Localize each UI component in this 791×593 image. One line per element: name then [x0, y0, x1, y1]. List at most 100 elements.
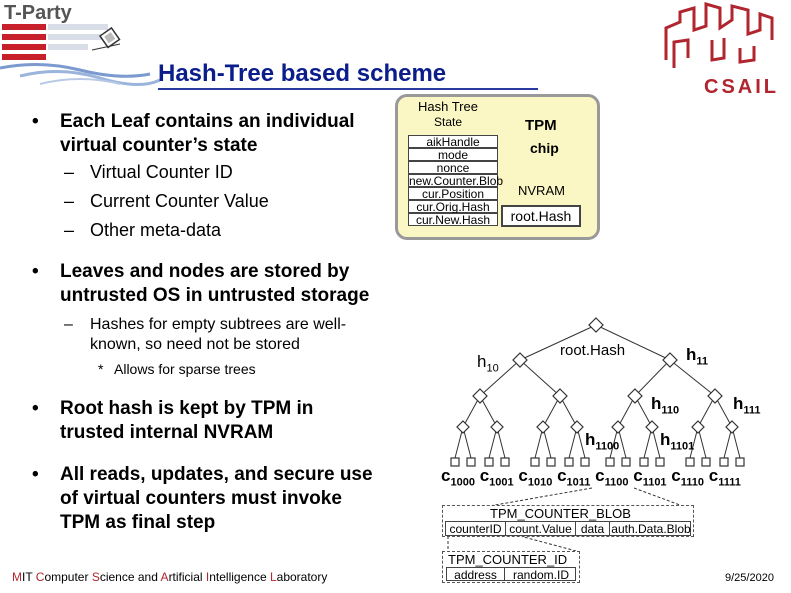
tpm-field-nonce: nonce [408, 161, 498, 175]
leaf-node [466, 457, 476, 467]
dash-marker: – [64, 162, 75, 182]
counter-base: c [441, 466, 451, 485]
tpm-chip-label-2: chip [530, 140, 559, 156]
counter-sub: 1111 [718, 476, 741, 489]
footer-lab-name: MIT Computer Science and Artificial Inte… [12, 570, 327, 584]
tree-label-sub: 111 [743, 404, 761, 417]
counter-label: c1010 [518, 466, 552, 488]
leaf-field-label: Virtual Counter ID [90, 162, 233, 182]
bullet-text-line: Each Leaf contains an individual [60, 111, 355, 132]
counter-id-field-address: address [447, 568, 505, 582]
bullet-text-line: Leaves and nodes are stored by [60, 261, 350, 282]
tree-label-h110: h110 [651, 394, 679, 416]
callout-line [519, 535, 581, 553]
leaf-node [701, 457, 711, 467]
tree-edge [634, 395, 653, 428]
sub-bullet-text-line: Hashes for empty subtrees are well- [90, 316, 347, 333]
tree-label-base: h [585, 430, 596, 449]
leaf-node [719, 457, 729, 467]
sub-sub-bullet-sparse: * Allows for sparse trees [98, 361, 256, 377]
footer-lab-part: L [269, 570, 277, 584]
tree-node [536, 420, 550, 434]
counter-label: c1110 [671, 466, 704, 488]
leaf-node [735, 457, 745, 467]
counter-sub: 1100 [604, 476, 629, 489]
counter-base: c [708, 466, 719, 485]
csail-logo: CSAIL [664, 2, 776, 98]
tree-label-sub: 1100 [595, 440, 620, 453]
counter-label: c1001 [480, 466, 514, 488]
counter-sub: 1011 [566, 476, 591, 489]
tree-node [707, 388, 723, 404]
tpm-field-aikhandle: aikHandle [408, 135, 498, 149]
tree-label-base: h [686, 345, 697, 364]
leaf-field-list: – Virtual Counter ID – Current Counter V… [64, 158, 269, 245]
bullet-text-line: trusted internal NVRAM [60, 422, 274, 443]
counter-label: c1111 [708, 466, 741, 489]
tparty-logo-art [0, 24, 160, 86]
blob-field-counterid: counterID [446, 522, 506, 536]
tree-edge [714, 395, 733, 428]
leaf-field-item: – Current Counter Value [64, 187, 269, 216]
counter-sub: 1101 [642, 476, 667, 489]
tpm-field-cur-position: cur.Position [408, 187, 498, 201]
counter-id-field-random-id: random.ID [512, 568, 570, 582]
bullet-text-line: Root hash is kept by TPM in [60, 398, 314, 419]
tree-label-base: h [660, 430, 671, 449]
counter-sub: 1000 [450, 476, 475, 489]
sub-sub-bullet-text: Allows for sparse trees [114, 361, 256, 377]
leaf-field-item: – Virtual Counter ID [64, 158, 269, 187]
callout-line [633, 487, 689, 509]
bullet-text-line: TPM as final step [60, 512, 216, 533]
dash-marker: – [64, 191, 75, 211]
tpm-field-mode: mode [408, 148, 498, 162]
dash-marker: – [64, 220, 75, 240]
hash-tree-state-subtitle: State [434, 115, 463, 129]
tpm-field-cur-new-hash: cur.New.Hash [408, 213, 498, 227]
tree-edge [617, 395, 636, 428]
bullet-dot: • [32, 111, 39, 132]
counter-label: c1100 [595, 466, 629, 489]
tree-node [456, 420, 470, 434]
footer-date: 9/25/2020 [725, 572, 774, 584]
counter-id-title: TPM_COUNTER_ID [448, 552, 568, 567]
hash-tree-state-title: Hash Tree [418, 99, 478, 114]
leaf-field-label: Current Counter Value [90, 191, 269, 211]
bullet-dot: • [32, 261, 39, 282]
leaf-node [564, 457, 574, 467]
leaf-node [621, 457, 631, 467]
tpm-field-new-counter-blob: new.Counter.Blob [408, 174, 504, 188]
tree-node [552, 388, 568, 404]
tree-node [490, 420, 504, 434]
star-marker: * [98, 361, 104, 377]
tpm-chip-label: TPM [525, 117, 557, 134]
counter-base: c [595, 466, 605, 485]
tree-edge [462, 395, 481, 428]
tree-label-h1100: h1100 [585, 430, 619, 452]
bullet-text-line: All reads, updates, and secure use [60, 464, 373, 485]
bullet-tpm-final: • All reads, updates, and secure use of … [32, 463, 373, 535]
footer-lab-part: rtificial [168, 570, 206, 584]
tree-label-h11: h11 [686, 345, 708, 367]
tree-label-h1101: h1101 [660, 430, 694, 452]
leaf-node [685, 457, 695, 467]
tree-label-sub: 11 [696, 355, 709, 368]
tree-label-sub: 110 [661, 404, 680, 417]
tree-label-base: h [477, 352, 487, 371]
footer-lab-part: M [12, 570, 22, 584]
tree-label-base: h [733, 394, 744, 413]
page-title: Hash-Tree based scheme [158, 60, 447, 87]
tree-edge [479, 359, 521, 397]
tree-edge [595, 324, 671, 361]
tree-edge [542, 395, 561, 428]
tree-edge [669, 359, 716, 397]
bullet-text-line: virtual counter’s state [60, 135, 258, 156]
counter-base: c [633, 466, 643, 485]
tree-node [627, 388, 643, 404]
tree-label-sub: 1101 [670, 440, 695, 453]
counter-base: c [557, 466, 567, 485]
tree-node [645, 420, 659, 434]
bullet-text-line: of virtual counters must invoke [60, 488, 342, 509]
footer-lab-part: IT [22, 570, 36, 584]
tree-node-root [588, 317, 604, 333]
